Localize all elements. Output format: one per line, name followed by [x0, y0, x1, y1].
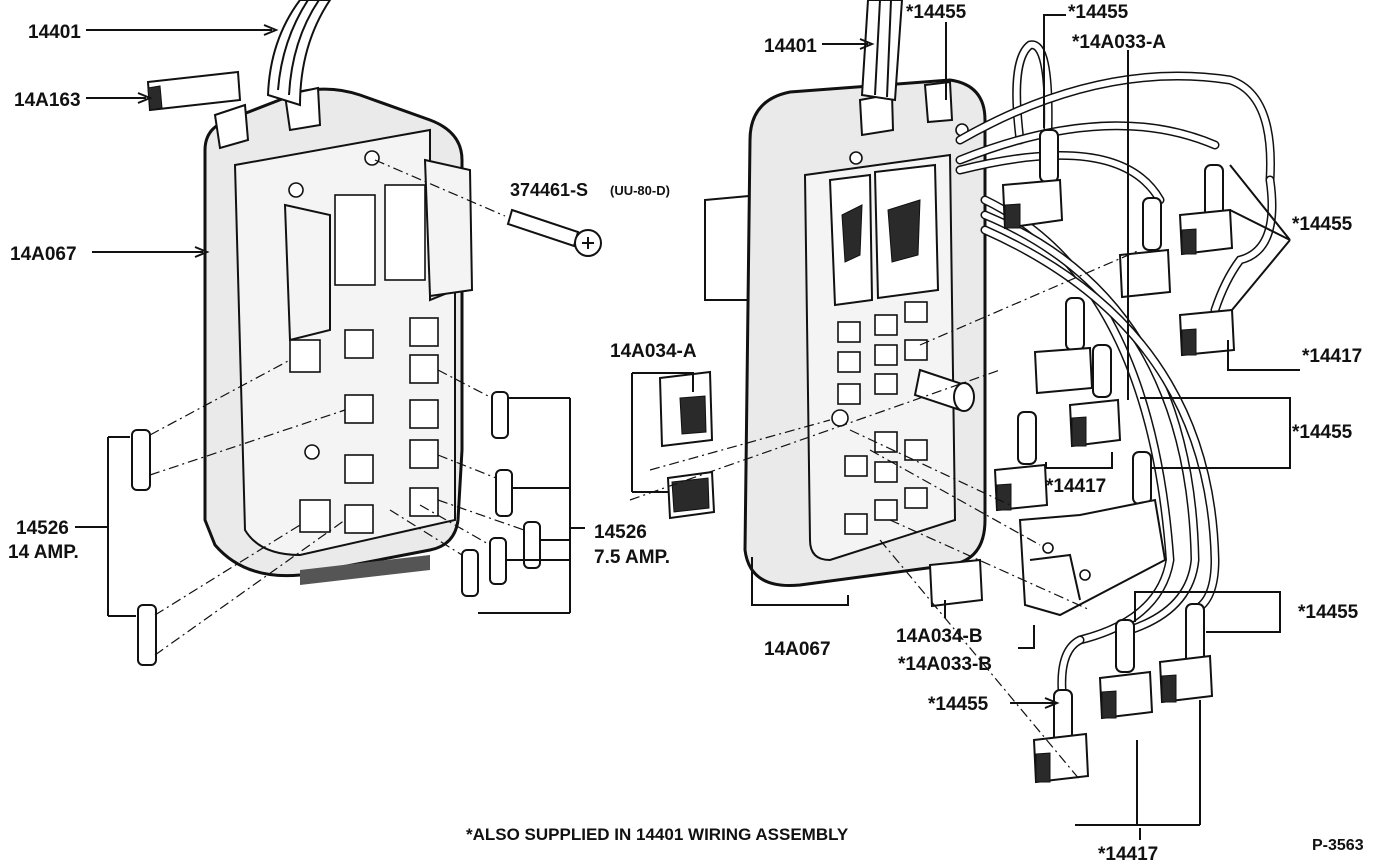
label-14455-bottom: *14455 — [928, 694, 989, 715]
screw-part — [374, 159, 602, 257]
left-wire-bundle — [266, 0, 332, 107]
label-14a034-a: 14A034-A — [610, 341, 697, 362]
label-14401-left: 14401 — [28, 22, 81, 43]
right-fuse-slots — [837, 301, 928, 535]
label-14a163: 14A163 — [14, 90, 81, 111]
label-14526-14-number: 14526 — [16, 518, 69, 539]
footnote: *ALSO SUPPLIED IN 14401 WIRING ASSEMBLY — [466, 825, 849, 844]
label-14455-top-1: *14455 — [906, 2, 967, 23]
right-fuse-panel — [704, 78, 987, 588]
fuses-7-5amp — [389, 369, 541, 597]
label-14a033-a: *14A033-A — [1072, 32, 1166, 53]
label-14a067-right: 14A067 — [764, 639, 831, 660]
label-14526-7-5-amp: 7.5 AMP. — [594, 547, 670, 568]
callout-labels: 14401 14A163 374461-S (UU-80-D) 14A067 1… — [8, 2, 1362, 865]
clip-part — [146, 70, 242, 112]
label-14a033-b: *14A033-B — [898, 654, 992, 675]
fuses-14amp — [131, 359, 346, 666]
leader-lines — [75, 14, 1300, 840]
label-14401-right: 14401 — [764, 36, 817, 57]
label-14455-right-1: *14455 — [1292, 214, 1353, 235]
label-14455-right-2: *14455 — [1292, 422, 1353, 443]
left-fuse-panel — [203, 86, 474, 585]
left-fuse-slots — [289, 317, 439, 534]
label-374461-s: 374461-S — [510, 180, 588, 200]
label-14526-14-amp: 14 AMP. — [8, 542, 79, 563]
label-14a067-left: 14A067 — [10, 244, 77, 265]
plate-code: P-3563 — [1312, 837, 1364, 854]
label-uu-80-d: (UU-80-D) — [610, 183, 670, 198]
label-14417-bottom: *14417 — [1098, 844, 1158, 862]
terminal-sleeves — [1017, 129, 1224, 743]
label-14417-right-1: *14417 — [1302, 346, 1362, 367]
label-14455-top-2: *14455 — [1068, 2, 1129, 23]
right-dash-lines — [629, 249, 1141, 781]
terminal-clips — [658, 178, 1236, 784]
label-14455-right-3: *14455 — [1298, 602, 1359, 623]
label-14a034-b: 14A034-B — [896, 626, 983, 647]
junction-bracket — [1018, 498, 1167, 617]
right-wire-bundle — [860, 0, 904, 102]
wire-harness — [955, 40, 1277, 695]
label-14526-7-5-number: 14526 — [594, 522, 647, 543]
label-14417-middle: *14417 — [1046, 476, 1106, 497]
